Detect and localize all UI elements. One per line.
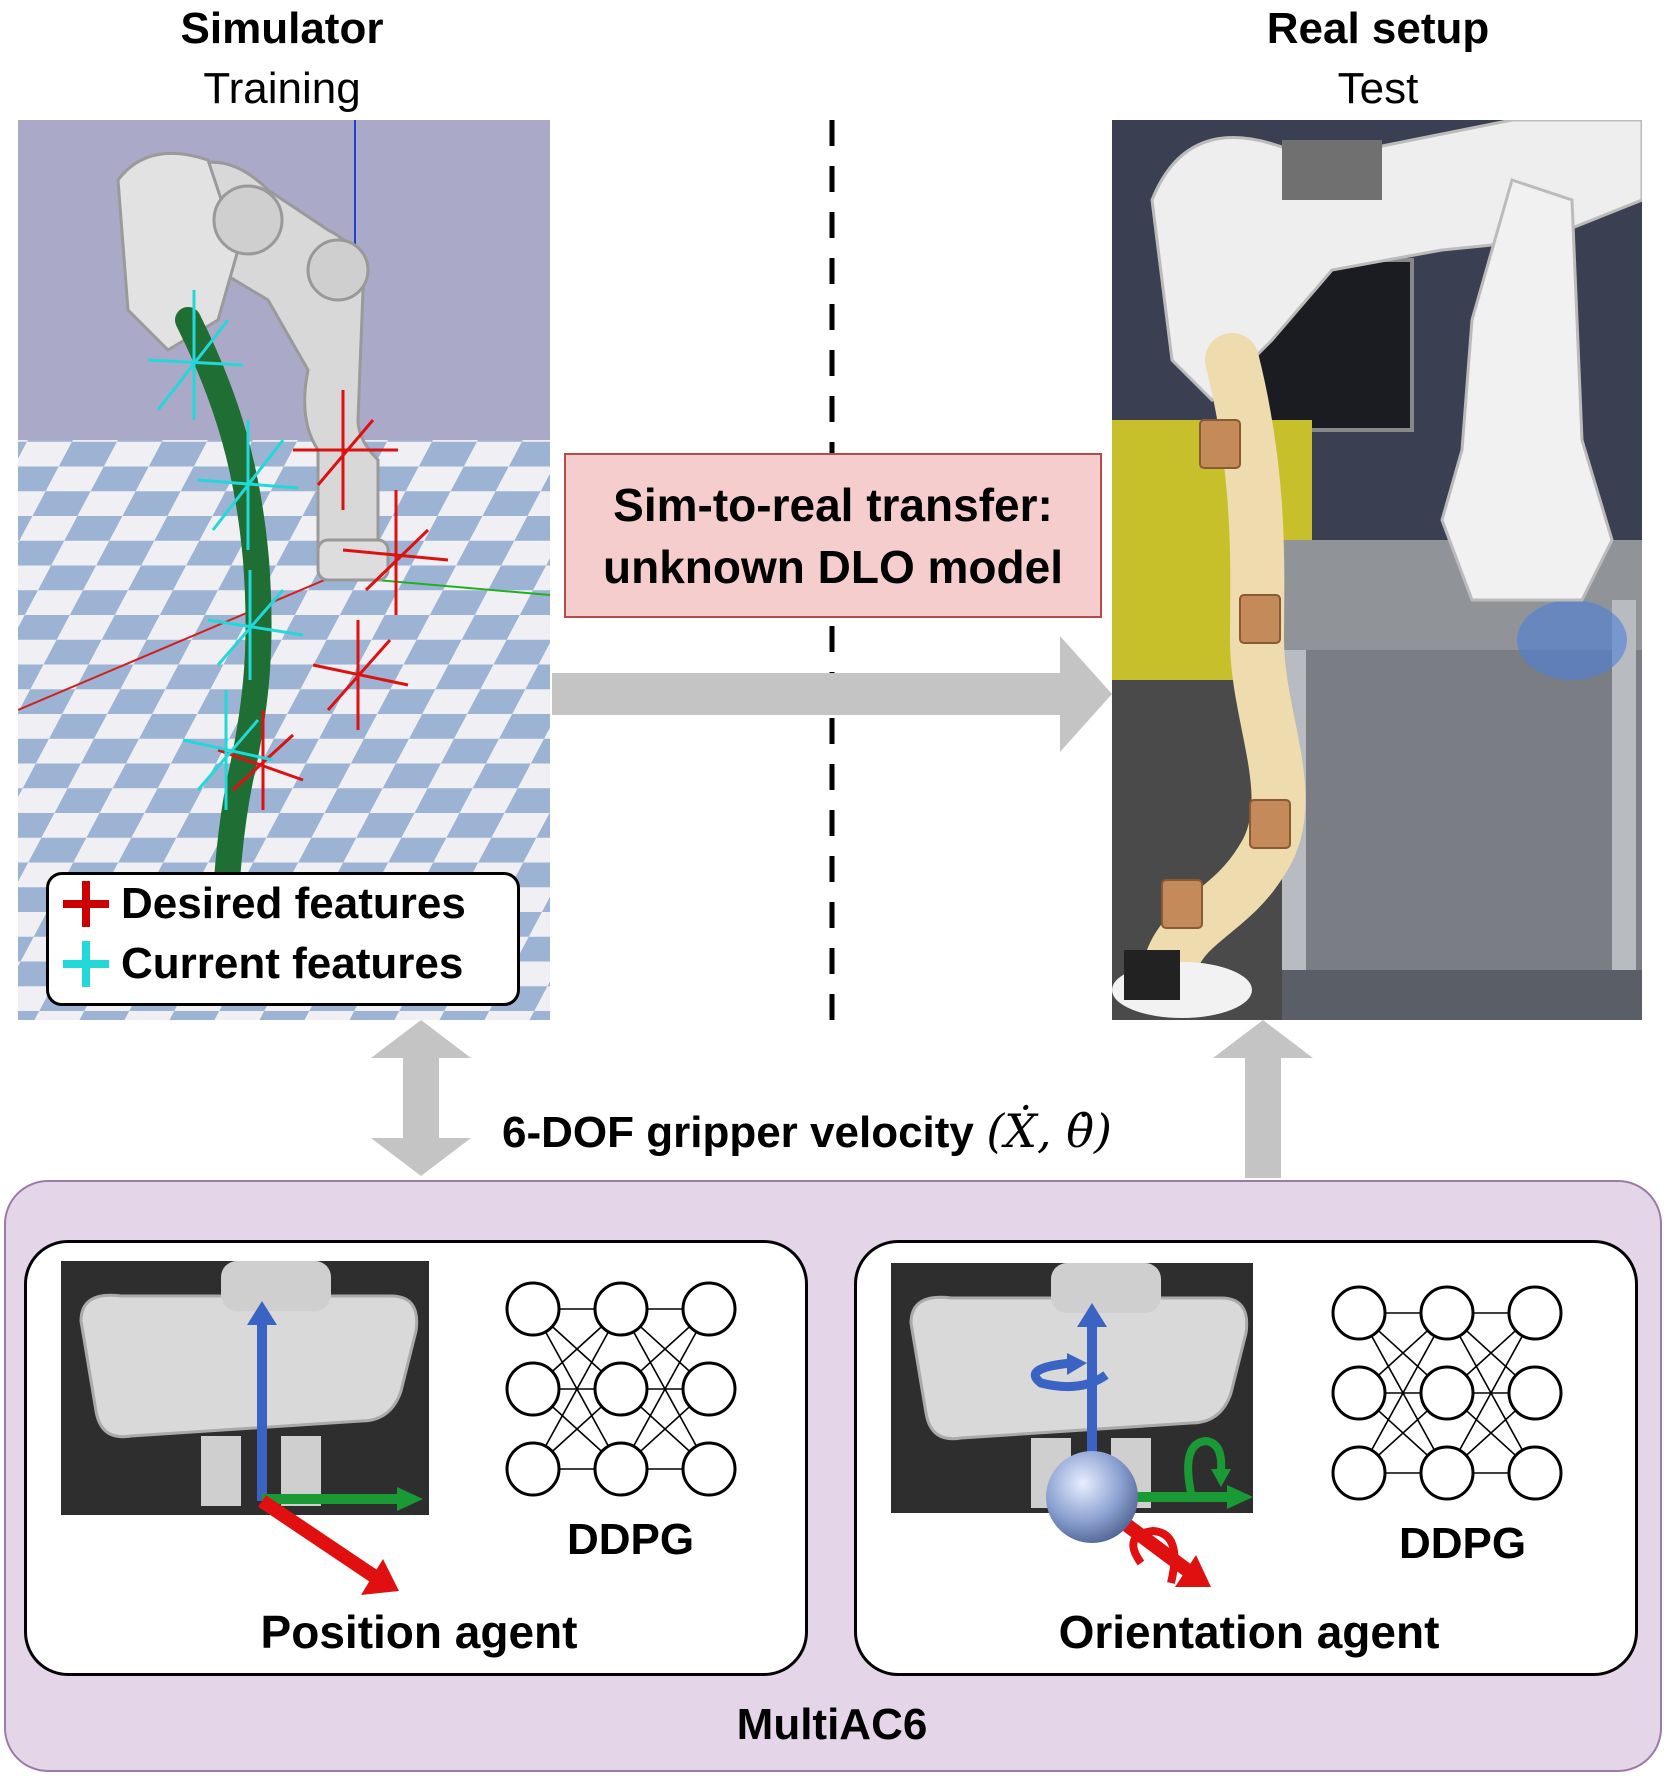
position-ddpg-label: DDPG [567, 1515, 695, 1564]
cyan-cross-icon [63, 941, 109, 987]
real-setup-subtitle: Test [1337, 64, 1419, 113]
simulator-title: Simulator [180, 4, 384, 53]
red-cross-icon [63, 881, 109, 927]
position-agent-box: DDPG Position agent [24, 1240, 808, 1676]
legend-current-label: Current features [121, 939, 464, 988]
legend-desired-label: Desired features [121, 879, 466, 928]
orientation-gripper-illustration [891, 1263, 1253, 1587]
real-command-arrow [1213, 1020, 1313, 1178]
sim-to-real-arrow [552, 636, 1112, 752]
simulator-scene-image: Desired features Current features [18, 120, 550, 1020]
simulator-exchange-arrow [371, 1020, 471, 1176]
features-legend: Desired features Current features [46, 872, 520, 1006]
multiac6-label: MultiAC6 [736, 1700, 928, 1749]
velocity-formula: (Ẋ, θ̇) [986, 1104, 1112, 1158]
position-gripper-illustration [61, 1261, 429, 1595]
transfer-line2: unknown DLO model [603, 540, 1063, 593]
sim-real-divider [829, 120, 835, 1030]
orientation-neural-network-icon [1331, 1285, 1563, 1501]
legend-desired-row: Desired features [63, 879, 466, 929]
legend-current-row: Current features [63, 939, 463, 989]
position-neural-network-icon [505, 1281, 737, 1497]
velocity-label-group: 6-DOF gripper velocity (Ẋ, θ̇) [502, 1104, 1112, 1158]
real-setup-photo [1112, 120, 1642, 1020]
position-agent-label: Position agent [260, 1606, 578, 1658]
real-setup-title: Real setup [1266, 4, 1490, 53]
velocity-label: 6-DOF gripper velocity [502, 1108, 974, 1157]
orientation-agent-box: DDPG Orientation agent [854, 1240, 1638, 1676]
sim-to-real-transfer-box: Sim-to-real transfer: unknown DLO model [564, 453, 1102, 618]
orientation-agent-label: Orientation agent [1058, 1606, 1440, 1658]
real-setup-graphic [1112, 120, 1642, 1020]
simulator-subtitle: Training [203, 64, 361, 113]
transfer-line1: Sim-to-real transfer: [613, 478, 1053, 531]
orientation-ddpg-label: DDPG [1399, 1519, 1527, 1568]
simulator-scene-graphic [18, 120, 550, 1020]
